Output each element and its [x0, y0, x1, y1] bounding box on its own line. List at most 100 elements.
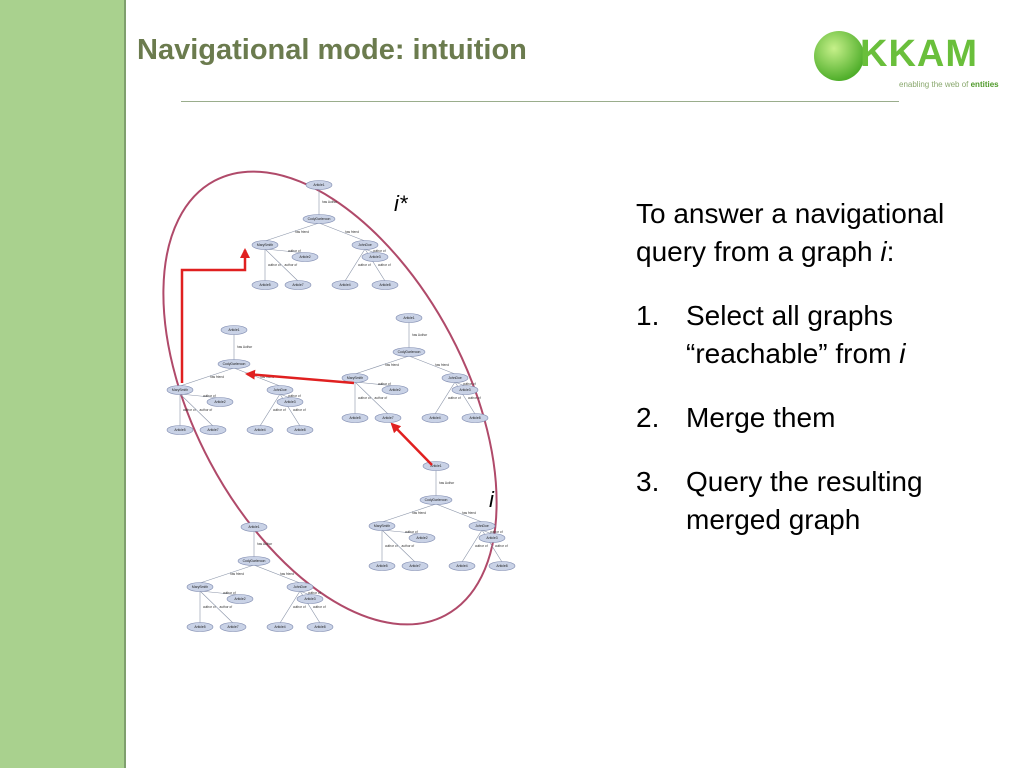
graph-edge-label: author of — [268, 263, 281, 267]
graph-node-label: Article5 — [349, 416, 360, 420]
graph-edge-label: author of — [285, 263, 298, 267]
graph-node — [448, 561, 476, 571]
graph-edge — [354, 381, 396, 387]
graph-node — [217, 359, 251, 369]
graph-node-label: MarySmith — [192, 585, 208, 589]
graph-node-label: Article4 — [429, 416, 440, 420]
graph-node — [220, 325, 248, 335]
graph-node — [284, 280, 312, 290]
okkam-logo — [814, 31, 864, 81]
graph-node-label: Article1 — [430, 464, 441, 468]
graph-edge-label: author of — [358, 396, 371, 400]
graph-node-label: Article7 — [292, 283, 303, 287]
graph-node — [351, 240, 379, 250]
graph-node-label: Article7 — [409, 564, 420, 568]
graph-node-label: Article4 — [456, 564, 467, 568]
graph-node — [291, 252, 319, 262]
graph-edge-label: has Author — [439, 481, 455, 485]
graph-node-label: CodyDarleroon — [223, 362, 246, 366]
graph-edge — [264, 248, 306, 254]
graph-edge-label: has friend — [462, 511, 476, 515]
graph-node — [219, 622, 247, 632]
graph-node-label: CodyDarleroon — [308, 217, 331, 221]
graph-node-label: JohnDoe — [293, 585, 307, 589]
graph-node-label: Article7 — [382, 416, 393, 420]
intro-colon: : — [886, 236, 895, 267]
graph-node — [341, 373, 369, 383]
graph-edge — [318, 222, 366, 242]
label-i: i — [489, 487, 494, 512]
graph-node-label: CodyDarleroon — [425, 498, 448, 502]
graph-edge-label: has friend — [210, 375, 224, 379]
logo-tagline-emph: entities — [970, 80, 999, 89]
graph-edge-label: author of — [373, 249, 386, 253]
graph-edge-label: author of — [203, 394, 216, 398]
graph-edge-label: author of — [385, 544, 398, 548]
step-text: Query the resulting merged graph — [686, 466, 923, 535]
graph-edge-label: author of — [293, 605, 306, 609]
graph-edge-label: author of — [293, 408, 306, 412]
graph-edge — [179, 393, 214, 427]
graph-edge-label: has friend — [295, 230, 309, 234]
graph-edge — [199, 564, 255, 584]
graph-node — [306, 622, 334, 632]
graph-node — [186, 622, 214, 632]
slide-sidebar — [0, 0, 126, 768]
graph-node — [408, 533, 436, 543]
graph-node — [305, 180, 333, 190]
graph-node-label: Article3 — [304, 597, 315, 601]
graph-node — [331, 280, 359, 290]
graph-node-label: Article7 — [227, 625, 238, 629]
graph-node — [199, 425, 227, 435]
graph-node — [478, 533, 506, 543]
graph-node — [246, 425, 274, 435]
graph-edge-label: author of — [203, 605, 216, 609]
graph-edge-label: author of — [358, 263, 371, 267]
graph-node-label: Article7 — [207, 428, 218, 432]
graph-node-label: Article8 — [294, 428, 305, 432]
graph-edge-label: has friend — [260, 375, 274, 379]
label-i-star: i* — [394, 191, 408, 216]
graph-edge — [253, 564, 301, 584]
graph-node-label: JohnDoe — [273, 388, 287, 392]
slide-title: Navigational mode: intuition — [137, 34, 527, 66]
graph-node-label: JohnDoe — [475, 524, 489, 528]
graph-edge — [461, 529, 483, 563]
graph-node-label: Article1 — [313, 183, 324, 187]
graph-edge — [264, 248, 299, 282]
graph-edge — [344, 248, 366, 282]
graph-node-label: Article4 — [254, 428, 265, 432]
graph-node-label: Article4 — [274, 625, 285, 629]
graph-edge-label: author of — [200, 408, 213, 412]
graph-node — [488, 561, 516, 571]
graph-node — [421, 413, 449, 423]
graph-node — [206, 397, 234, 407]
graph-node — [361, 252, 389, 262]
graph-edge-label: author of — [183, 408, 196, 412]
step-var: i — [899, 338, 906, 369]
graph-node — [381, 385, 409, 395]
step-1: 1.Select all graphs “reachable” from i — [636, 297, 1008, 373]
graph-diagram: has Author has friend has friend author of a… — [162, 170, 516, 632]
graph-edge-label: has friend — [280, 572, 294, 576]
graph-edge-label: author of — [273, 408, 286, 412]
graph-edge — [179, 393, 221, 399]
graph-edge-label: has friend — [230, 572, 244, 576]
graph-edge — [179, 367, 235, 387]
step-3: 3.Query the resulting merged graph — [636, 463, 1008, 539]
graph-node-label: Article5 — [376, 564, 387, 568]
graph-node-label: Article2 — [416, 536, 427, 540]
graph-node — [368, 561, 396, 571]
graph-node-label: Article3 — [486, 536, 497, 540]
graph-edge — [264, 222, 320, 242]
graph-node — [341, 413, 369, 423]
intro-text: To answer a navigational query from a gr… — [636, 198, 945, 267]
graph-node-label: MarySmith — [257, 243, 273, 247]
graph-edge — [434, 381, 456, 415]
graph-edge-label: has friend — [345, 230, 359, 234]
graph-edge — [233, 367, 281, 387]
